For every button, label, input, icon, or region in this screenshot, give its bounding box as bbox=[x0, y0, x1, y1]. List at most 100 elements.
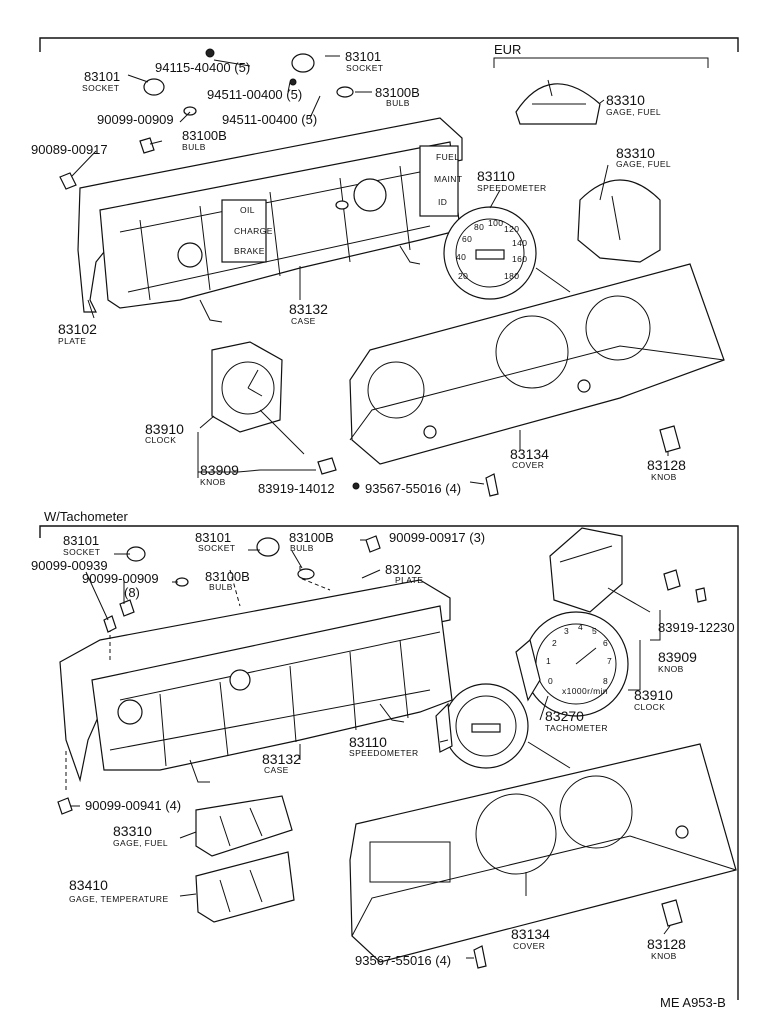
label-bottom-socket-left: 83101 SOCKET bbox=[63, 533, 100, 557]
svg-text:CLOCK: CLOCK bbox=[634, 702, 665, 712]
bottom-clock-shape bbox=[549, 527, 623, 613]
svg-text:BULB: BULB bbox=[386, 98, 410, 108]
svg-text:83100B: 83100B bbox=[182, 128, 227, 143]
bottom-screw-90099-909-icon bbox=[119, 599, 135, 617]
top-cover-window-1 bbox=[367, 361, 425, 419]
top-83919-washer-icon bbox=[352, 482, 360, 490]
svg-text:SOCKET: SOCKET bbox=[198, 543, 235, 553]
speedo-tick-160: 160 bbox=[512, 254, 527, 264]
label-top-plate: 83102 PLATE bbox=[58, 321, 97, 346]
tacho-tick-5: 5 bbox=[592, 626, 597, 636]
temperature-gage-shape bbox=[195, 851, 295, 923]
top-screw-90089-icon bbox=[59, 172, 77, 190]
speedo-tick-140: 140 bbox=[512, 238, 527, 248]
top-socket-left-icon bbox=[143, 78, 165, 96]
svg-text:83110: 83110 bbox=[349, 734, 387, 750]
speedo-tick-60: 60 bbox=[462, 234, 472, 244]
top-case-knob bbox=[335, 200, 349, 210]
svg-text:93567-55016 (4): 93567-55016 (4) bbox=[365, 481, 461, 496]
top-cover-lip bbox=[349, 345, 725, 441]
svg-text:90099-00939: 90099-00939 bbox=[31, 558, 108, 573]
top-warning-panel bbox=[221, 199, 267, 263]
eur-fuel-gage-detail bbox=[532, 79, 586, 105]
label-bottom-qty8: (8) bbox=[124, 585, 140, 600]
svg-text:83100B: 83100B bbox=[289, 530, 334, 545]
svg-text:93567-55016 (4): 93567-55016 (4) bbox=[355, 953, 451, 968]
svg-text:83910: 83910 bbox=[634, 687, 673, 703]
svg-text:83134: 83134 bbox=[511, 926, 550, 942]
label-bottom-90099-917: 90099-00917 (3) bbox=[389, 530, 485, 545]
svg-text:COVER: COVER bbox=[513, 941, 545, 951]
top-clock-hands bbox=[247, 369, 263, 397]
svg-text:83101: 83101 bbox=[345, 49, 381, 64]
svg-text:PLATE: PLATE bbox=[395, 575, 423, 585]
label-top-speedometer: 83110 SPEEDOMETER bbox=[477, 168, 546, 193]
top-cover-shape bbox=[349, 263, 725, 465]
temperature-gage-detail bbox=[219, 869, 263, 913]
top-socket-right-icon bbox=[291, 53, 315, 73]
svg-text:COVER: COVER bbox=[512, 460, 544, 470]
svg-text:KNOB: KNOB bbox=[651, 472, 677, 482]
top-screw-90099-icon bbox=[139, 137, 155, 154]
tacho-unit: x1000r/min bbox=[562, 686, 608, 696]
fuel-gage-shape bbox=[577, 179, 661, 263]
svg-text:83128: 83128 bbox=[647, 457, 686, 473]
top-washer-icon bbox=[205, 48, 215, 58]
top-case-tabs bbox=[199, 245, 421, 323]
bottom-knob-83128-icon bbox=[661, 899, 683, 927]
bottom-socket-right-icon bbox=[256, 537, 280, 557]
tachometer-section-label: W/Tachometer bbox=[44, 509, 128, 524]
top-indicator-panel bbox=[419, 145, 459, 217]
label-bottom-clock: 83910 CLOCK bbox=[634, 687, 673, 712]
svg-text:CLOCK: CLOCK bbox=[145, 435, 176, 445]
svg-text:GAGE, FUEL: GAGE, FUEL bbox=[616, 159, 671, 169]
svg-text:83101: 83101 bbox=[84, 69, 120, 84]
svg-text:SOCKET: SOCKET bbox=[346, 63, 383, 73]
label-top-bulb-right: 83100B BULB bbox=[375, 85, 420, 108]
svg-text:BULB: BULB bbox=[290, 543, 314, 553]
tacho-tick-0: 0 bbox=[548, 676, 553, 686]
svg-text:CASE: CASE bbox=[264, 765, 289, 775]
svg-text:PLATE: PLATE bbox=[58, 336, 86, 346]
bottom-speedometer-ring bbox=[455, 695, 517, 757]
bottom-case-ribs bbox=[109, 631, 441, 767]
fuel-gage-needle bbox=[611, 195, 621, 241]
top-bulb-right-icon bbox=[336, 86, 354, 98]
label-bottom-93567: 93567-55016 (4) bbox=[355, 953, 451, 968]
svg-text:94511-00400 (5): 94511-00400 (5) bbox=[222, 112, 317, 127]
svg-text:(8): (8) bbox=[124, 585, 140, 600]
speedo-tick-120: 120 bbox=[504, 224, 519, 234]
lamp-oil: OIL bbox=[240, 205, 255, 215]
label-temperature-gage: 83410 GAGE, TEMPERATURE bbox=[69, 877, 169, 904]
svg-text:KNOB: KNOB bbox=[200, 477, 226, 487]
top-clock-shape bbox=[211, 341, 283, 433]
svg-text:90099-00909: 90099-00909 bbox=[82, 571, 159, 586]
label-top-cover: 83134 COVER bbox=[510, 446, 549, 470]
tachometer-housing bbox=[515, 638, 541, 702]
bottom-fuel-gage-detail bbox=[219, 807, 263, 847]
top-knob-83919-icon bbox=[317, 457, 337, 475]
top-cover-window-2 bbox=[495, 315, 569, 389]
tacho-tick-1: 1 bbox=[546, 656, 551, 666]
label-bottom-bulb: 83100B BULB bbox=[289, 530, 334, 553]
top-cover-window-3 bbox=[585, 295, 651, 361]
svg-text:94511-00400 (5): 94511-00400 (5) bbox=[207, 87, 302, 102]
bottom-fuel-gage-shape bbox=[195, 795, 293, 857]
svg-text:90089-00917: 90089-00917 bbox=[31, 142, 108, 157]
bottom-knob-83909-icon bbox=[663, 569, 681, 591]
label-top-clock: 83910 CLOCK bbox=[145, 421, 184, 445]
svg-text:83100B: 83100B bbox=[205, 569, 250, 584]
top-case-ribs bbox=[119, 165, 441, 301]
svg-text:GAGE, FUEL: GAGE, FUEL bbox=[113, 838, 168, 848]
tacho-tick-4: 4 bbox=[578, 622, 583, 632]
top-knob-83128-icon bbox=[659, 425, 681, 453]
bottom-case-tabs bbox=[189, 703, 405, 783]
top-case-boss bbox=[353, 178, 387, 212]
svg-text:CASE: CASE bbox=[291, 316, 316, 326]
svg-text:GAGE, TEMPERATURE: GAGE, TEMPERATURE bbox=[69, 894, 169, 904]
top-nut-icon bbox=[289, 78, 297, 86]
lamp-fuel: FUEL bbox=[436, 152, 459, 162]
tacho-tick-7: 7 bbox=[607, 656, 612, 666]
label-bottom-90099-941: 90099-00941 (4) bbox=[85, 798, 181, 813]
label-bottom-plate: 83102 PLATE bbox=[385, 562, 423, 585]
